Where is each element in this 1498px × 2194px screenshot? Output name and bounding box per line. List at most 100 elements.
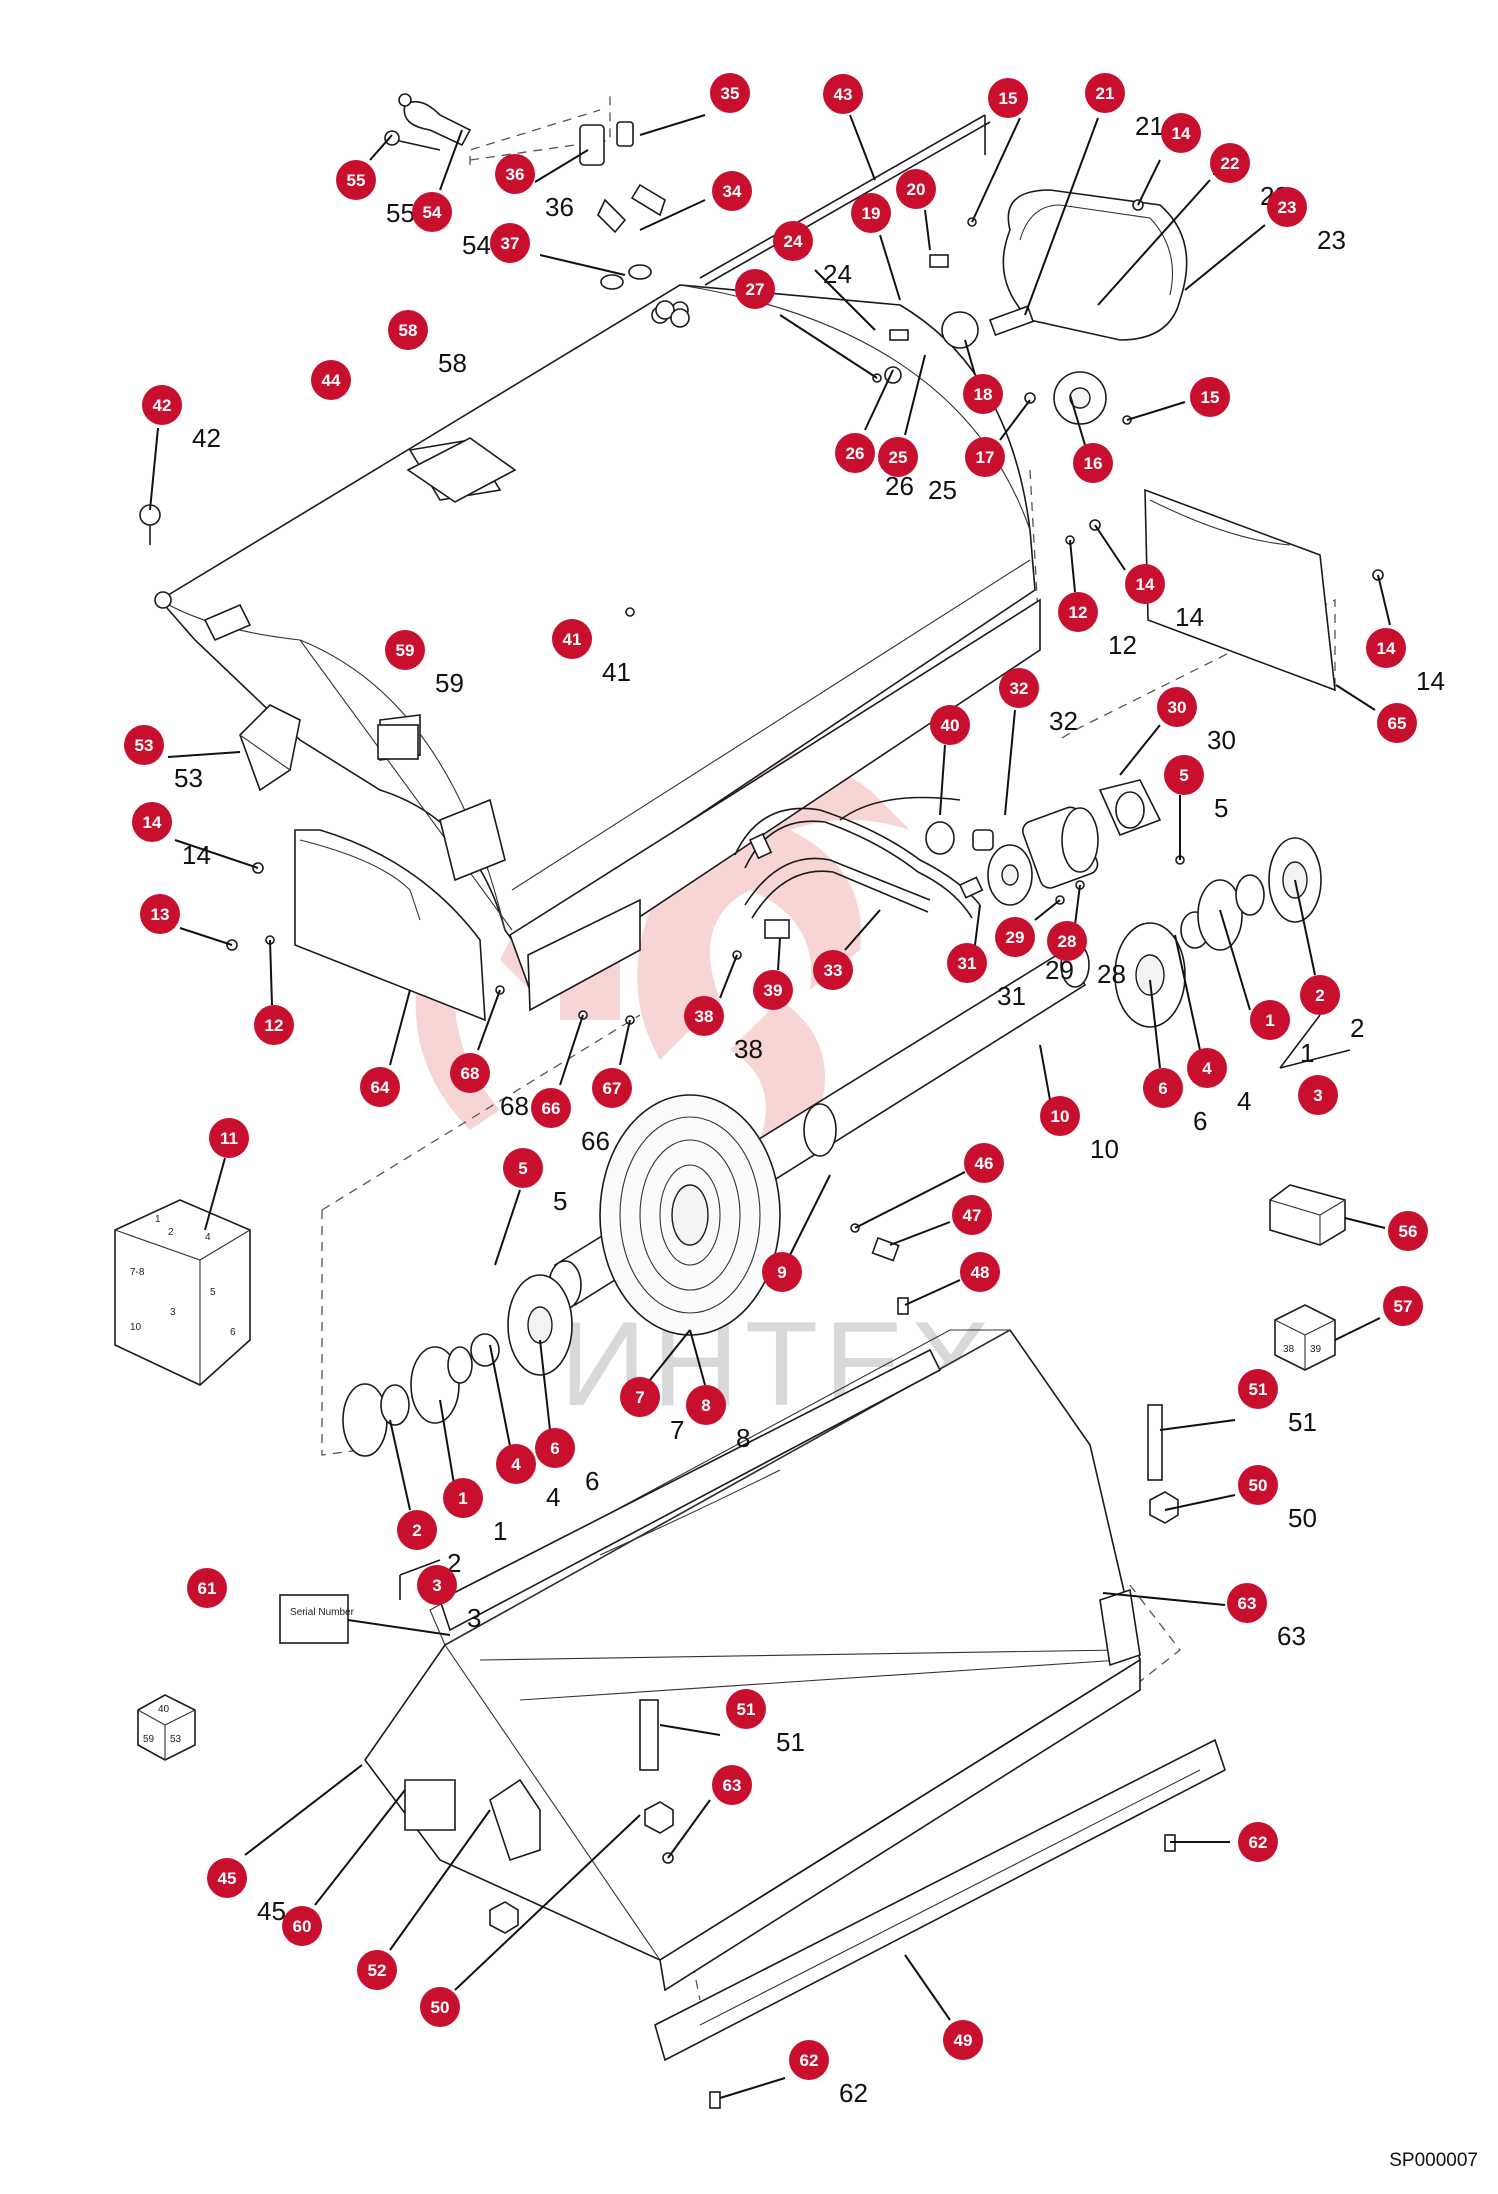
callout-badge: 19 (851, 193, 891, 233)
callout-badge: 50 (420, 1987, 460, 2027)
callout-number: 63 (723, 1776, 742, 1795)
callout-circle (1300, 975, 1340, 1015)
callout-circle (896, 169, 936, 209)
cube-label: 7-8 (130, 1267, 145, 1278)
callout-badge: 3 (417, 1565, 457, 1605)
decal-56 (1269, 1184, 1346, 1246)
leader-line (1097, 179, 1211, 306)
callout-number: 58 (399, 321, 418, 340)
leader-line (904, 354, 926, 436)
callout-circle (412, 192, 452, 232)
callout-circle (999, 668, 1039, 708)
cube-label: 40 (158, 1704, 170, 1715)
callout-badge: 67 (592, 1068, 632, 1108)
callout-badge: 49 (943, 2020, 983, 2060)
leader-line (814, 269, 876, 331)
part-number-label: 38 (734, 1034, 763, 1064)
cube-label: 10 (130, 1322, 142, 1333)
leader-line (864, 369, 894, 431)
callout-number: 5 (1179, 766, 1188, 785)
leader-line (667, 1799, 711, 1859)
leader-line (1069, 394, 1086, 446)
leader-line (939, 744, 946, 816)
callout-number: 51 (737, 1700, 756, 1719)
cube-label: 39 (1310, 1344, 1322, 1355)
callout-badge: 64 (360, 1067, 400, 1107)
leader-line (1074, 884, 1081, 926)
callout-number: 57 (1394, 1297, 1413, 1316)
callout-circle (1238, 1822, 1278, 1862)
callout-badge: 1 (443, 1478, 483, 1518)
callout-circle (965, 437, 1005, 477)
bearing-stack-left (342, 1274, 573, 1600)
callout-badge: 53 (124, 725, 164, 765)
callout-circle (1143, 1068, 1183, 1108)
callout-badge: 25 (878, 437, 918, 477)
callout-badge: 61 (187, 1568, 227, 1608)
callout-circle (1161, 113, 1201, 153)
callout-number: 15 (999, 89, 1018, 108)
callout-badge: 14 (1161, 113, 1201, 153)
cube-label: 53 (170, 1734, 182, 1745)
part-number-label: 24 (823, 259, 852, 289)
callout-badge: 1 (1250, 1000, 1290, 1040)
leader-line (559, 1014, 584, 1086)
callout-number: 39 (764, 981, 783, 1000)
callout-number: 22 (1221, 154, 1240, 173)
callout-circle (1073, 443, 1113, 483)
cutting-edge (654, 1738, 1226, 2109)
callout-badge: 45 (207, 1858, 247, 1898)
callout-number: 12 (1069, 603, 1088, 622)
part-number-label: 41 (602, 657, 631, 687)
leader-line (1024, 117, 1099, 316)
leader-line (719, 954, 738, 999)
leader-line (1219, 909, 1251, 1011)
callout-circle (620, 1377, 660, 1417)
callout-circle (710, 73, 750, 113)
leader-line (1159, 1419, 1236, 1431)
callout-badge: 51 (1238, 1369, 1278, 1409)
callout-circle (686, 1385, 726, 1425)
part-number-label: 14 (1416, 666, 1445, 696)
leader-line (494, 1189, 521, 1266)
leader-line (1039, 1044, 1051, 1101)
part-number-label: 3 (467, 1603, 481, 1633)
callout-badge: 36 (495, 154, 535, 194)
callout-circle (1157, 687, 1197, 727)
callout-number: 26 (846, 444, 865, 463)
callout-badge: 54 (412, 192, 452, 232)
callout-circle (1058, 592, 1098, 632)
callout-badge: 34 (712, 171, 752, 211)
hydraulic-hoses (734, 796, 984, 919)
callout-badge: 65 (1377, 703, 1417, 743)
callout-circle (960, 1252, 1000, 1292)
callout-number: 61 (198, 1579, 217, 1598)
leader-line (1034, 899, 1061, 921)
callout-circle (490, 223, 530, 263)
callout-number: 1 (458, 1489, 467, 1508)
upper-housing (154, 284, 1041, 992)
callout-badge: 40 (930, 705, 970, 745)
part-number-label: 31 (997, 981, 1026, 1011)
callout-badge: 57 (1383, 1286, 1423, 1326)
leader-line (719, 2077, 786, 2099)
callout-badge: 9 (762, 1252, 802, 1292)
callout-circle (762, 1252, 802, 1292)
callout-number: 6 (550, 1439, 559, 1458)
callout-badge: 20 (896, 169, 936, 209)
part-number-label: 42 (192, 423, 221, 453)
callout-circle (443, 1478, 483, 1518)
callout-circle (282, 1906, 322, 1946)
callout-number: 27 (746, 280, 765, 299)
callout-badge: 51 (726, 1689, 766, 1729)
leader-line (149, 427, 159, 511)
part-number-label: 28 (1097, 959, 1126, 989)
callout-circle (535, 1428, 575, 1468)
callout-badge: 23 (1267, 187, 1307, 227)
part-number-label: 4 (546, 1482, 560, 1512)
brush-shaft (548, 942, 1090, 1336)
callout-badge: 16 (1073, 443, 1113, 483)
callout-circle (851, 193, 891, 233)
leader-line (1094, 524, 1126, 571)
callout-number: 15 (1201, 388, 1220, 407)
